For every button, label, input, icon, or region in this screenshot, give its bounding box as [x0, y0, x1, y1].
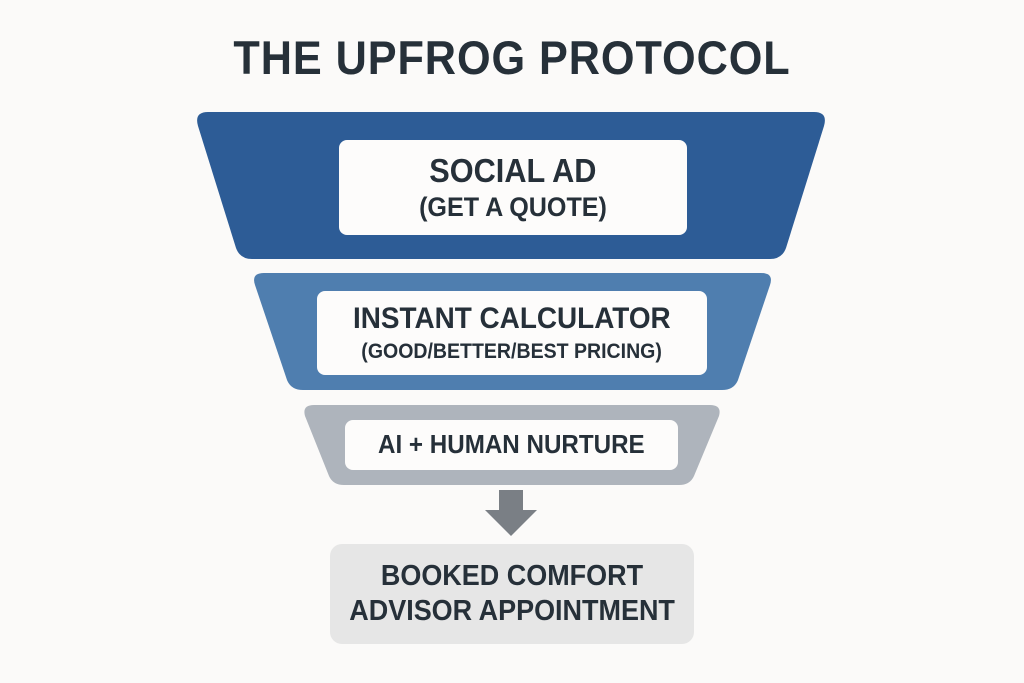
- outcome-box: BOOKED COMFORT ADVISOR APPOINTMENT: [330, 544, 694, 644]
- down-arrow-icon: [485, 490, 537, 536]
- tier-label: AI + HUMAN NURTURE: [378, 429, 645, 460]
- tier-label: INSTANT CALCULATOR: [353, 302, 671, 336]
- funnel-tier-instant-calculator: INSTANT CALCULATOR (GOOD/BETTER/BEST PRI…: [317, 291, 707, 375]
- tier-label: SOCIAL AD: [429, 152, 597, 189]
- funnel-tier-nurture: AI + HUMAN NURTURE: [345, 420, 678, 470]
- outcome-line-1: BOOKED COMFORT: [380, 560, 644, 593]
- tier-sublabel: (GOOD/BETTER/BEST PRICING): [361, 339, 663, 363]
- diagram-title: THE UPFROG PROTOCOL: [233, 31, 791, 84]
- tier-sublabel: (GET A QUOTE): [419, 191, 607, 222]
- outcome-line-2: ADVISOR APPOINTMENT: [349, 595, 675, 627]
- funnel-tier-social-ad: SOCIAL AD (GET A QUOTE): [339, 140, 687, 235]
